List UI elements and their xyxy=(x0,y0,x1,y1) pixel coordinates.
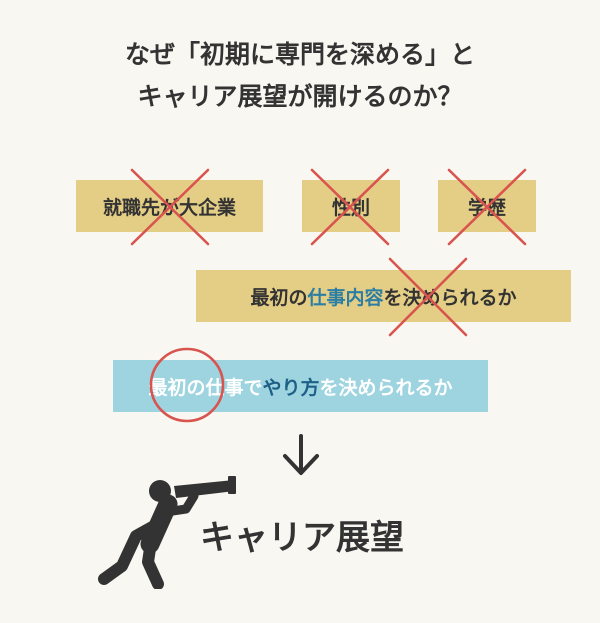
result-label: キャリア展望 xyxy=(200,518,404,558)
factor-label: 就職先が大企業 xyxy=(102,196,236,219)
old-criterion-box: 最初の仕事内容を決められるか xyxy=(196,270,571,322)
old-criterion-suffix: を決められるか xyxy=(383,286,517,309)
factor-box-education: 学歴 xyxy=(438,180,536,232)
new-criterion-box: 最初の仕事でやり方を決められるか xyxy=(113,360,488,412)
new-criterion-highlight: やり方 xyxy=(262,376,320,399)
old-criterion-highlight: 仕事内容 xyxy=(307,286,384,309)
title-line-2: キャリア展望が開けるのか？ xyxy=(137,82,463,111)
new-criterion-prefix: 最初の仕事で xyxy=(148,376,263,399)
page-title: なぜ「初期に専門を深める」と キャリア展望が開けるのか？ xyxy=(0,34,600,118)
factor-label: 学歴 xyxy=(467,196,506,219)
factor-label: 性別 xyxy=(331,196,370,219)
old-criterion-prefix: 最初の xyxy=(250,286,308,309)
title-line-1: なぜ「初期に専門を深める」と xyxy=(124,40,475,69)
factor-box-company: 就職先が大企業 xyxy=(76,180,263,232)
arrow-down-icon xyxy=(283,434,319,475)
new-criterion-suffix: を決められるか xyxy=(319,376,453,399)
factor-box-gender: 性別 xyxy=(302,180,400,232)
person-with-telescope-icon xyxy=(98,476,236,589)
